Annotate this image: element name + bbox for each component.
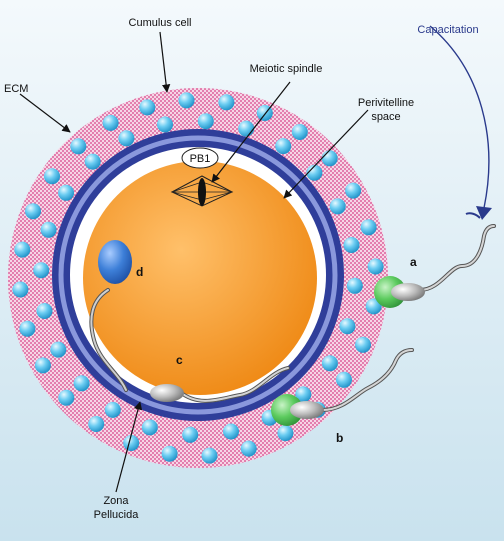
sperm-c [150, 366, 290, 403]
cumulus-cell [33, 262, 50, 279]
ecm-arrow [19, 93, 71, 133]
cumulus-cell [346, 277, 363, 294]
sperm-a [374, 224, 496, 308]
cumulus-cell-arrow [159, 31, 171, 93]
cumulus-cell [339, 318, 356, 335]
cumulus-cell [240, 440, 257, 457]
meiotic-spindle-shape [170, 175, 234, 207]
cumulus-cell [355, 336, 371, 353]
cumulus-cell [104, 401, 121, 418]
cumulus-cell [201, 447, 218, 464]
cumulus-cell [182, 426, 199, 443]
cumulus-cell [141, 419, 158, 436]
cumulus-cell [197, 113, 214, 130]
cumulus-cell [343, 237, 360, 253]
zona-label-line2: Pellucida [94, 509, 140, 521]
cumulus-cell [25, 203, 41, 220]
meiotic-spindle-label: Meiotic spindle [250, 63, 323, 75]
meiotic-spindle-arrow [211, 81, 291, 183]
cumulus-cell [40, 221, 57, 238]
cumulus-cell [329, 198, 346, 215]
marker-d: d [136, 265, 143, 279]
cumulus-cell [14, 241, 31, 258]
marker-b: b [336, 431, 343, 445]
cumulus-cell-label: Cumulus cell [129, 17, 192, 29]
cumulus-cell [345, 182, 362, 199]
perivitelline-label-line2: space [371, 111, 400, 123]
marker-c: c [176, 353, 183, 367]
zona-pellucida-arrow [115, 401, 143, 493]
capacitation-label: Capacitation [417, 24, 478, 36]
cumulus-cell [365, 298, 382, 315]
cumulus-cell [58, 389, 75, 406]
cumulus-cell [139, 99, 156, 116]
cumulus-cell [275, 138, 292, 155]
cumulus-cell [238, 120, 255, 137]
cumulus-cell [291, 124, 308, 140]
sperm-b [271, 348, 414, 426]
pb1-label: PB1 [190, 153, 211, 165]
oocyte [83, 161, 317, 395]
incoming-sperm [465, 212, 481, 219]
cumulus-cell [19, 320, 36, 337]
cumulus-cell [44, 168, 60, 185]
cumulus-cell [360, 219, 377, 236]
ecm-label: ECM [4, 83, 28, 95]
cumulus-cell [306, 164, 323, 181]
cumulus-cell [50, 341, 67, 358]
cumulus-cell [295, 386, 312, 403]
zona-pellucida-highlight [58, 135, 338, 415]
cumulus-cell [58, 184, 75, 201]
marker-a: a [410, 255, 417, 269]
perivitelline-arrow [283, 109, 369, 199]
sperm-d [89, 240, 132, 392]
perivitelline-label-line1: Perivitelline [358, 97, 414, 109]
cumulus-cell [102, 114, 119, 131]
cumulus-cell [34, 357, 51, 374]
capacitation-arrow [429, 25, 492, 220]
cumulus-cell [70, 138, 87, 155]
cumulus-cell [218, 94, 235, 111]
cumulus-cell [12, 281, 29, 298]
polar-body [181, 147, 219, 169]
cumulus-cell [178, 92, 195, 109]
zona-label-line1: Zona [103, 495, 129, 507]
cumulus-cell [321, 355, 338, 372]
cumulus-cell [123, 435, 140, 451]
cumulus-cell [321, 150, 338, 167]
cumulus-cell [367, 258, 384, 275]
cumulus-cell [36, 303, 53, 319]
cumulus-cell [336, 371, 352, 388]
cumulus-cell [157, 116, 173, 133]
cumulus-cell [84, 153, 101, 170]
cumulus-cell [223, 423, 239, 440]
cumulus-cell [118, 130, 135, 147]
cumulus-cell [161, 445, 178, 462]
cumulus-cell [277, 425, 294, 442]
cumulus-cell [73, 375, 90, 392]
cumulus-cell [88, 416, 105, 432]
